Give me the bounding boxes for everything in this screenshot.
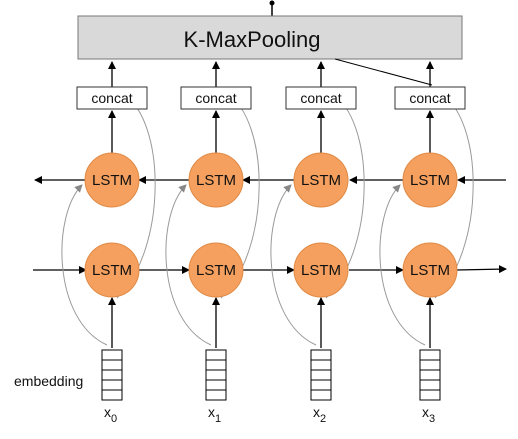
concat-box: [180, 86, 252, 110]
input-token-subscript: 1: [215, 413, 221, 425]
lstm-forward-node: [188, 242, 244, 298]
lstm-backward-node: [188, 152, 244, 208]
lstm-backward-label: LSTM: [92, 172, 132, 189]
skip-curve-embed-to-bwd: [165, 184, 212, 346]
lstm-backward-node: [293, 152, 349, 208]
embedding-cell: [205, 359, 227, 371]
embedding-cell: [419, 379, 441, 391]
embedding-cell: [419, 369, 441, 381]
concat-box: [285, 86, 357, 110]
input-token-label: x0: [104, 404, 117, 425]
lstm-backward-node: [84, 152, 140, 208]
concat-label: concat: [409, 90, 450, 106]
concat-label: concat: [300, 90, 341, 106]
embedding-cell: [419, 349, 441, 361]
embedding-cell: [419, 359, 441, 371]
lstm-forward-label: LSTM: [196, 262, 236, 279]
lstm-forward-label: LSTM: [410, 262, 450, 279]
lstm-backward-label: LSTM: [196, 172, 236, 189]
lstm-forward-label: LSTM: [92, 262, 132, 279]
embedding-cell: [310, 379, 332, 391]
embedding-cell: [310, 359, 332, 371]
kmaxpooling-label: K-MaxPooling: [184, 27, 321, 52]
lstm-forward-label: LSTM: [301, 262, 341, 279]
input-token-label: x3: [422, 404, 435, 425]
lstm-forward-node: [402, 242, 458, 298]
lstm-backward-label: LSTM: [410, 172, 450, 189]
embedding-cell: [205, 369, 227, 381]
input-token-subscript: 2: [320, 413, 326, 425]
embedding-cell: [205, 389, 227, 401]
input-token-subscript: 3: [429, 413, 435, 425]
lstm-backward-node: [402, 152, 458, 208]
fwd-arrow-out: [456, 265, 507, 274]
skip-curve-embed-to-bwd: [61, 184, 108, 346]
skip-curve-embed-to-bwd: [270, 184, 317, 346]
skip-curve-embed-to-bwd: [379, 184, 426, 346]
concat-box: [76, 86, 148, 110]
embedding-cell: [205, 349, 227, 361]
concat-box: [394, 86, 466, 110]
embedding-cell: [310, 369, 332, 381]
input-token-subscript: 0: [111, 413, 117, 425]
lstm-backward-label: LSTM: [301, 172, 341, 189]
concat-label: concat: [195, 90, 236, 106]
concat-label: concat: [91, 90, 132, 106]
embedding-cell: [101, 369, 123, 381]
pool-diagonal-line: [334, 58, 433, 86]
embedding-cell: [101, 389, 123, 401]
embedding-cell: [101, 379, 123, 391]
embedding-cell: [205, 379, 227, 391]
embedding-label: embedding: [14, 373, 83, 389]
output-dot: [269, 0, 275, 6]
kmaxpooling-box: [77, 15, 463, 60]
lstm-forward-node: [84, 242, 140, 298]
embedding-cell: [310, 389, 332, 401]
lstm-forward-node: [293, 242, 349, 298]
input-token-label: x2: [313, 404, 326, 425]
input-token-label: x1: [208, 404, 221, 425]
embedding-cell: [310, 349, 332, 361]
embedding-cell: [101, 349, 123, 361]
embedding-cell: [419, 389, 441, 401]
embedding-cell: [101, 359, 123, 371]
